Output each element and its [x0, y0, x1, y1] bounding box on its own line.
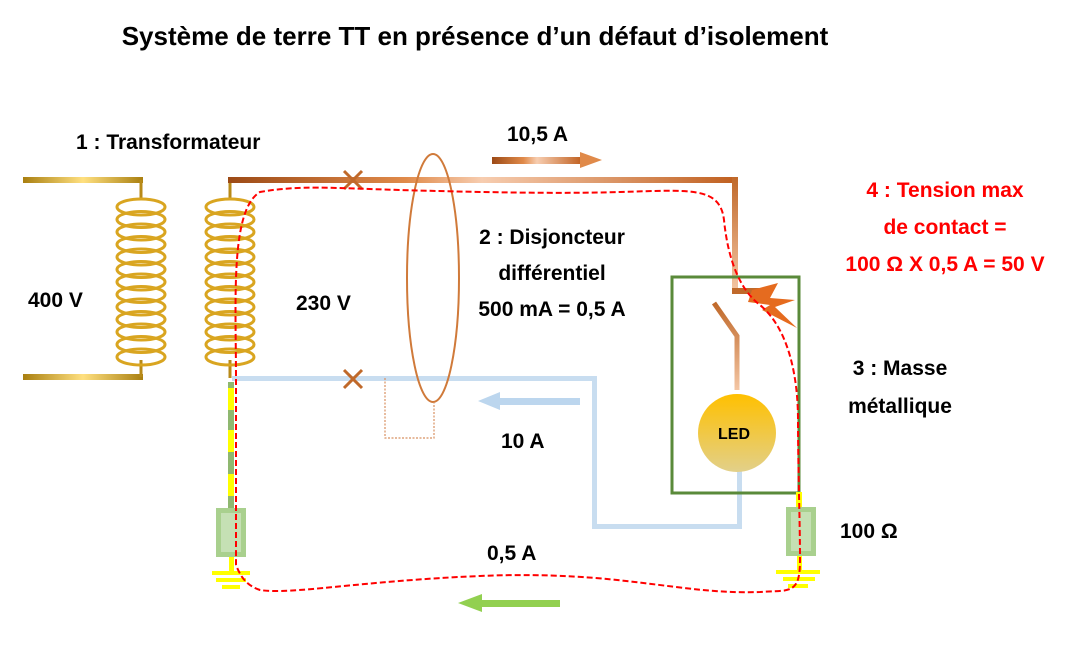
coil-turn — [204, 297, 256, 317]
coil-turn — [115, 322, 167, 342]
coil-turn — [115, 235, 167, 254]
coil-turn — [204, 235, 256, 254]
primary-winding — [23, 177, 167, 380]
coil-turn — [115, 285, 167, 304]
contact-voltage-line2: de contact = — [883, 216, 1007, 239]
metallic-mass-frame — [670, 275, 801, 495]
mass-label-line1: 3 : Masse — [852, 357, 948, 380]
coil-turn — [115, 247, 167, 267]
coil-turn — [204, 335, 256, 354]
switch — [711, 301, 740, 390]
primary-voltage-label: 400 V — [28, 289, 83, 312]
fault-lightning-icon — [748, 283, 797, 328]
earth-resistance-label: 100 Ω — [840, 520, 898, 543]
toroid-relay-link — [384, 378, 435, 439]
coil-turn — [204, 322, 256, 342]
arrow-phase-current-icon — [492, 152, 602, 168]
earth-electrode-left — [212, 382, 250, 589]
coil-turn — [204, 210, 256, 229]
coil-turn — [204, 247, 256, 267]
neutral-conductor — [232, 376, 742, 529]
differential-toroid — [406, 153, 460, 403]
phase-conductor — [228, 177, 760, 294]
coil-turn — [204, 347, 256, 367]
coil-turn — [115, 335, 167, 354]
breaker-contact-neutral — [342, 368, 364, 390]
coil-turn — [204, 222, 256, 242]
coil-turn — [115, 210, 167, 229]
neutral-current-label: 10 A — [501, 430, 545, 453]
mass-label-line2: métallique — [848, 395, 952, 418]
coil-turn — [115, 347, 167, 367]
phase-current-label: 10,5 A — [507, 123, 569, 146]
coil-turn — [115, 197, 167, 217]
led-lamp — [698, 394, 776, 472]
coil-turn — [115, 310, 167, 329]
coil-turn — [115, 297, 167, 317]
breaker-contact-phase — [342, 169, 364, 191]
transformer-label: 1 : Transformateur — [76, 131, 261, 154]
breaker-label-line2: différentiel — [498, 262, 606, 285]
coil-turn — [115, 222, 167, 242]
secondary-voltage-label: 230 V — [296, 292, 351, 315]
mass-label: 3 : Masse métallique — [820, 350, 980, 426]
breaker-label-line3: 500 mA = 0,5 A — [478, 298, 626, 321]
breaker-label: 2 : Disjoncteur différentiel 500 mA = 0,… — [452, 220, 652, 328]
breaker-label-line1: 2 : Disjoncteur — [479, 226, 625, 249]
led-label: LED — [718, 426, 750, 443]
coil-turn — [204, 285, 256, 304]
secondary-winding — [204, 180, 256, 378]
earth-electrode-right — [776, 492, 820, 588]
page-title: Système de terre TT en présence d’un déf… — [121, 21, 829, 51]
arrow-fault-current-icon — [458, 594, 560, 612]
fault-current-path — [234, 186, 802, 594]
coil-turn — [115, 272, 167, 292]
coil-turn — [204, 197, 256, 217]
coil-turn — [204, 260, 256, 279]
arrow-neutral-current-icon — [478, 392, 580, 410]
contact-voltage-line1: 4 : Tension max — [866, 179, 1024, 202]
coil-turn — [115, 260, 167, 279]
contact-voltage-label: 4 : Tension max de contact = 100 Ω X 0,5… — [820, 172, 1070, 283]
fault-current-label: 0,5 A — [487, 542, 537, 565]
coil-turn — [204, 272, 256, 292]
contact-voltage-line3: 100 Ω X 0,5 A = 50 V — [845, 253, 1045, 276]
coil-turn — [204, 310, 256, 329]
